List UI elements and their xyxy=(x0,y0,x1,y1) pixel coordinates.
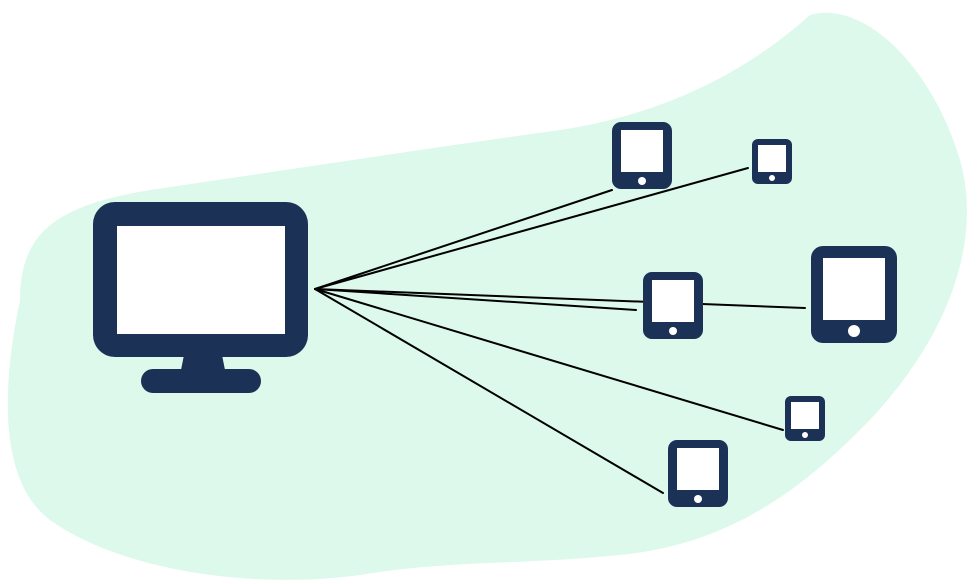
tablet-icon xyxy=(668,440,728,507)
edge-to-tablet-bottom xyxy=(314,288,664,494)
tablet-icon xyxy=(752,139,792,184)
edge-to-tablet-small-top-right xyxy=(314,167,749,290)
tablet-icon xyxy=(612,122,672,189)
edge-to-tablet-top xyxy=(314,189,613,290)
tablet-icon xyxy=(785,396,825,441)
desktop-monitor-icon xyxy=(93,202,308,393)
edge-to-tablet-small-lower-right xyxy=(314,288,784,431)
tablet-icon xyxy=(643,272,703,339)
edge-to-tablet-middle xyxy=(314,288,637,311)
connection-lines xyxy=(314,167,806,494)
tablet-icon xyxy=(811,246,897,343)
edge-to-tablet-large-right xyxy=(314,288,806,309)
